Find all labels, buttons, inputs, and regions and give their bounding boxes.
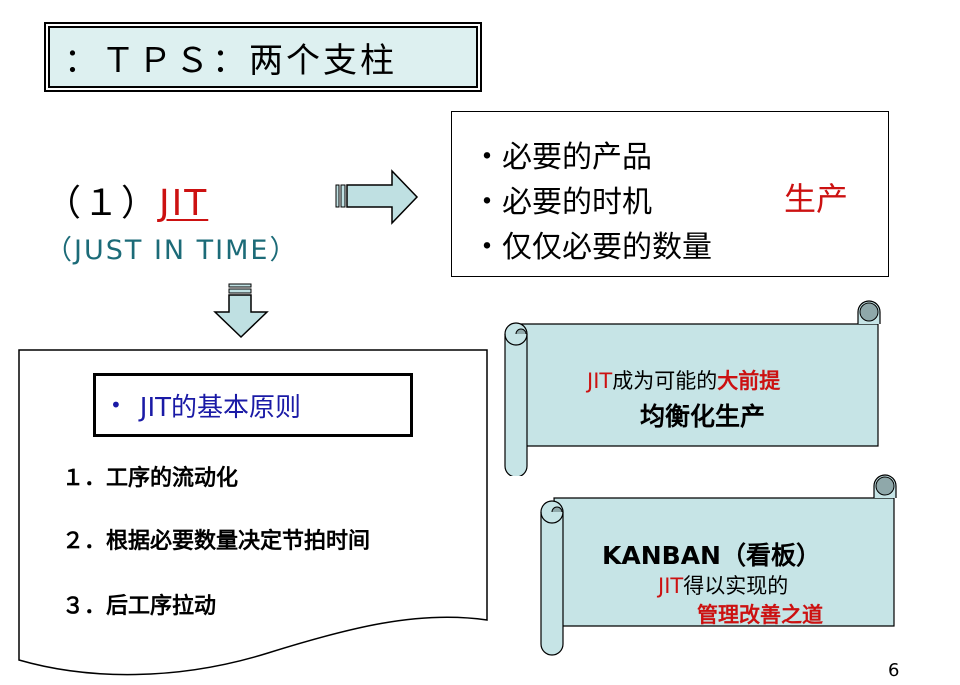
requirement-item: ・必要的产品 <box>472 140 652 175</box>
arrow-right-icon <box>335 169 419 225</box>
jit-subtitle: （JUST IN TIME） <box>45 235 299 266</box>
requirement-item: ・仅仅必要的数量 <box>472 230 712 265</box>
scroll2-line1: JIT得以实现的 <box>658 570 788 600</box>
page-title: ：ＴＰＳ：两个支柱 <box>48 26 478 88</box>
kanban-heading: KANBAN（看板） <box>602 541 821 570</box>
page-number: 6 <box>888 660 900 681</box>
jit-prefix: （１） <box>45 183 160 224</box>
production-label: 生产 <box>784 180 849 218</box>
scroll-banner-1 <box>504 300 881 476</box>
bullet-icon: • <box>110 393 122 417</box>
scroll1-line1: JIT成为可能的大前提 <box>587 365 780 395</box>
principle-item: ３．后工序拉动 <box>62 594 217 619</box>
scroll1-text1: 成为可能的 <box>612 369 718 393</box>
requirements-box: ・必要的产品 ・必要的时机 ・仅仅必要的数量 生产 <box>451 111 889 277</box>
requirement-item: ・必要的时机 <box>472 185 652 220</box>
jit-heading: （１）JIT <box>45 174 208 226</box>
principle-item: ２．根据必要数量决定节拍时间 <box>62 529 371 554</box>
scroll1-jit: JIT <box>587 369 613 393</box>
scroll2-line2: 管理改善之道 <box>697 603 823 627</box>
page-title-text: ：ＴＰＳ：两个支柱 <box>64 40 397 81</box>
scroll2-jit: JIT <box>658 574 684 598</box>
principles-heading-box: • JIT的基本原则 <box>93 373 413 437</box>
principle-item: １．工序的流动化 <box>62 466 239 491</box>
scroll-banner-2 <box>540 474 897 656</box>
scroll1-premise: 大前提 <box>717 369 781 393</box>
principles-heading: JIT的基本原则 <box>139 392 302 423</box>
arrow-down-icon <box>213 283 269 339</box>
jit-name: JIT <box>159 183 209 224</box>
scroll2-text1: 得以实现的 <box>683 574 789 598</box>
scroll1-line2: 均衡化生产 <box>640 402 766 431</box>
